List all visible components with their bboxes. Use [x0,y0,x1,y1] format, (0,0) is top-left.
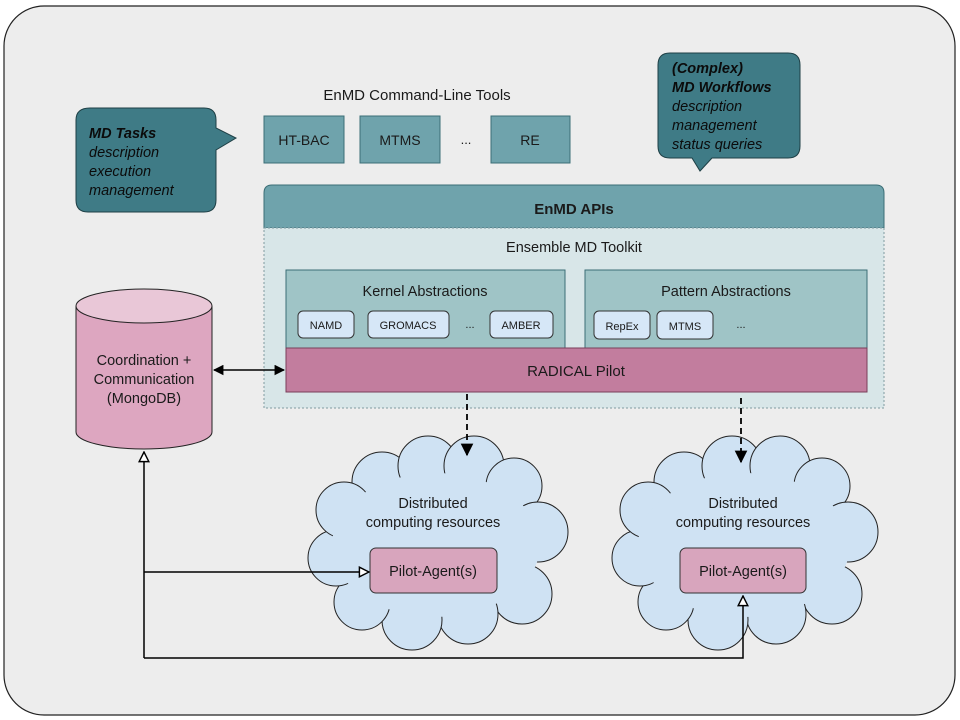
kernel-chip-namd-label: NAMD [310,320,342,332]
pilot-agent-1: Pilot-Agent(s) [369,547,498,594]
cloud-2-label-line: Distributed [708,496,777,512]
radical-pilot: RADICAL Pilot [285,347,868,393]
callout-md-tasks-line: management [89,183,175,199]
pattern-chip-repex: RepEx [593,310,651,340]
toolkit-title: Ensemble MD Toolkit [506,240,642,256]
cli-tool-mtms: MTMS [359,115,441,164]
callout-md-tasks-heading: MD Tasks [89,126,156,142]
enmd-apis-bar: EnMD APIs [263,184,885,229]
mongodb-database: Coordination + Communication (MongoDB) [75,288,213,450]
pattern-chip-mtms-label: MTMS [669,321,701,333]
pilot-agent-2-label: Pilot-Agent(s) [699,564,787,580]
callout-workflows-line: status queries [672,137,762,153]
pattern-abstractions: Pattern Abstractions RepEx MTMS ... [584,269,868,349]
ensemble-md-toolkit: Ensemble MD Toolkit Kernel Abstractions … [263,227,885,409]
cli-tool-mtms-label: MTMS [379,132,420,148]
cli-tools: EnMD Command-Line Tools HT-BAC MTMS ... … [263,87,571,164]
kernel-abstractions: Kernel Abstractions NAMD GROMACS ... AMB… [285,269,566,349]
pilot-agent-2: Pilot-Agent(s) [679,547,807,594]
enmd-apis-label: EnMD APIs [534,201,613,218]
cli-tool-ellipsis: ... [461,132,472,147]
cli-title: EnMD Command-Line Tools [323,87,510,104]
pattern-chip-mtms: MTMS [656,310,714,340]
kernel-chip-namd: NAMD [297,310,355,339]
pilot-agent-1-label: Pilot-Agent(s) [389,564,477,580]
mongodb-label-line: Communication [94,372,195,388]
kernel-chip-ellipsis: ... [465,319,474,331]
kernel-chip-gromacs-label: GROMACS [380,320,437,332]
mongodb-label-line: Coordination + [97,353,192,369]
db-to-agent-2-arrow [144,596,743,659]
callout-md-tasks: MD Tasks description execution managemen… [75,107,238,213]
kernel-chip-amber-label: AMBER [501,320,540,332]
pattern-abstractions-title: Pattern Abstractions [661,284,791,300]
callout-md-tasks-line: execution [89,164,151,180]
callout-workflows-line: description [672,99,742,115]
cloud-1-label-line: computing resources [366,515,501,531]
cloud-2-label-line: computing resources [676,515,811,531]
mongodb-label-line: (MongoDB) [107,391,181,407]
cloud-1-label-line: Distributed [398,496,467,512]
pattern-chip-ellipsis: ... [736,319,745,331]
callout-md-tasks-line: description [89,145,159,161]
callout-workflows-line: management [672,118,758,134]
callout-md-workflows: (Complex) MD Workflows description manag… [657,52,801,172]
compute-cloud-2: Distributed computing resources Pilot-Ag… [611,435,879,651]
connectors [144,364,743,659]
callout-workflows-heading: (Complex) [672,61,743,77]
cli-tool-re: RE [490,115,571,164]
kernel-abstractions-title: Kernel Abstractions [363,284,488,300]
kernel-chip-amber: AMBER [489,310,554,339]
radical-pilot-label: RADICAL Pilot [527,363,626,380]
cli-tool-htbac: HT-BAC [263,115,345,164]
kernel-chip-gromacs: GROMACS [367,310,450,339]
pattern-chip-repex-label: RepEx [605,321,639,333]
cli-tool-htbac-label: HT-BAC [278,132,329,148]
cli-tool-re-label: RE [520,132,539,148]
callout-workflows-heading: MD Workflows [672,80,772,96]
